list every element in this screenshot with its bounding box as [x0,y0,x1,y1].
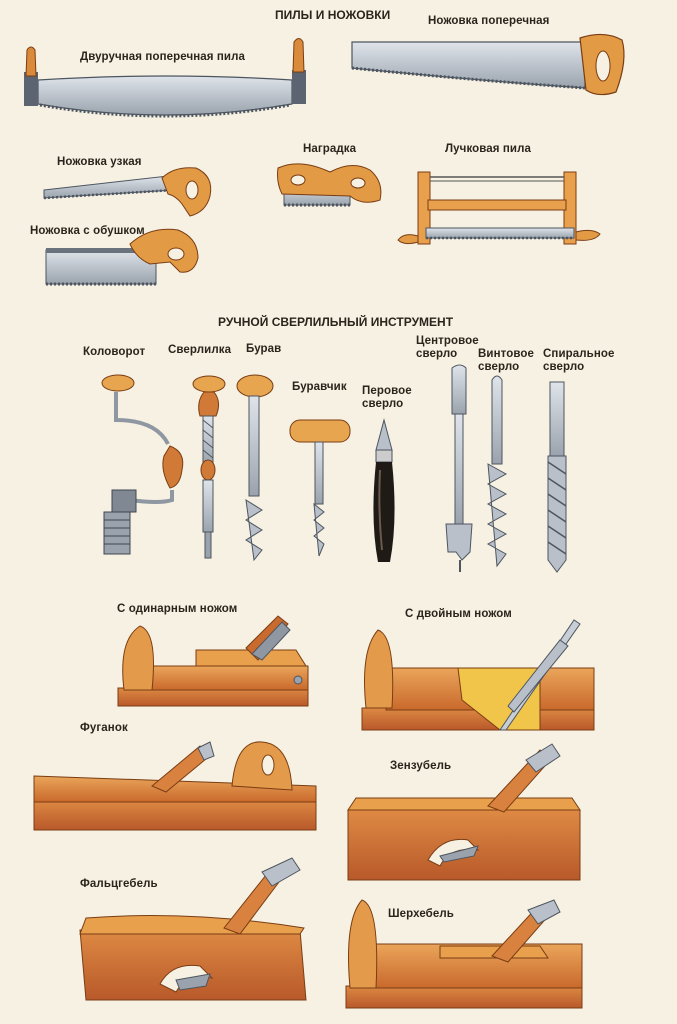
single-blade-plane-image [117,615,309,707]
two-handed-saw-image [24,38,306,118]
rabbet-plane-image [347,743,581,881]
auger-label: Бурав [246,343,282,355]
two-handed-saw-label: Двуручная поперечная пила [80,51,245,63]
double-blade-plane-label: С двойным ножом [405,608,512,620]
brace-image [101,374,184,555]
narrow-saw-image [43,167,212,217]
shoulder-plane-image [79,857,307,1001]
brace-label: Коловорот [83,346,146,358]
center-bit-label: Центровое сверло [416,335,479,360]
dovetail-saw-image [277,163,382,207]
hand-drill-image [192,375,226,559]
crosscut-handsaw-image [351,33,625,96]
dovetail-saw-label: Наградка [303,143,357,155]
scrub-plane-label: Шерхебель [388,908,454,920]
center-bit-image [445,364,473,572]
backsaw-label: Ножовка с обушком [30,225,145,237]
backsaw-image [45,228,199,286]
gimlet-label: Буравчик [292,381,347,393]
drills-section-title: РУЧНОЙ СВЕРЛИЛЬНЫЙ ИНСТРУМЕНТ [218,315,454,329]
narrow-saw-label: Ножовка узкая [57,156,142,168]
scrub-plane-image [345,899,583,1009]
hand-drill-label: Сверлилка [168,344,232,356]
frame-saw-image [397,171,601,245]
auger-image [236,374,274,562]
jointer-label: Фуганок [80,722,128,734]
screw-bit-image [486,375,508,568]
rabbet-plane-label: Зензубель [390,760,452,772]
twist-bit-label: Спиральное сверло [543,348,615,373]
double-blade-plane-image [361,619,595,731]
spade-bit-label: Перовое сверло [362,385,412,410]
jointer-image [33,741,317,831]
spade-bit-image [373,418,395,562]
saws-section-title: ПИЛЫ И НОЖОВКИ [275,8,391,22]
crosscut-handsaw-label: Ножовка поперечная [428,15,550,27]
gimlet-image [289,419,351,557]
shoulder-plane-label: Фальцгебель [80,878,158,890]
single-blade-plane-label: С одинарным ножом [117,603,238,615]
twist-bit-image [547,381,567,573]
screw-bit-label: Винтовое сверло [478,348,534,373]
frame-saw-label: Лучковая пила [445,143,532,155]
